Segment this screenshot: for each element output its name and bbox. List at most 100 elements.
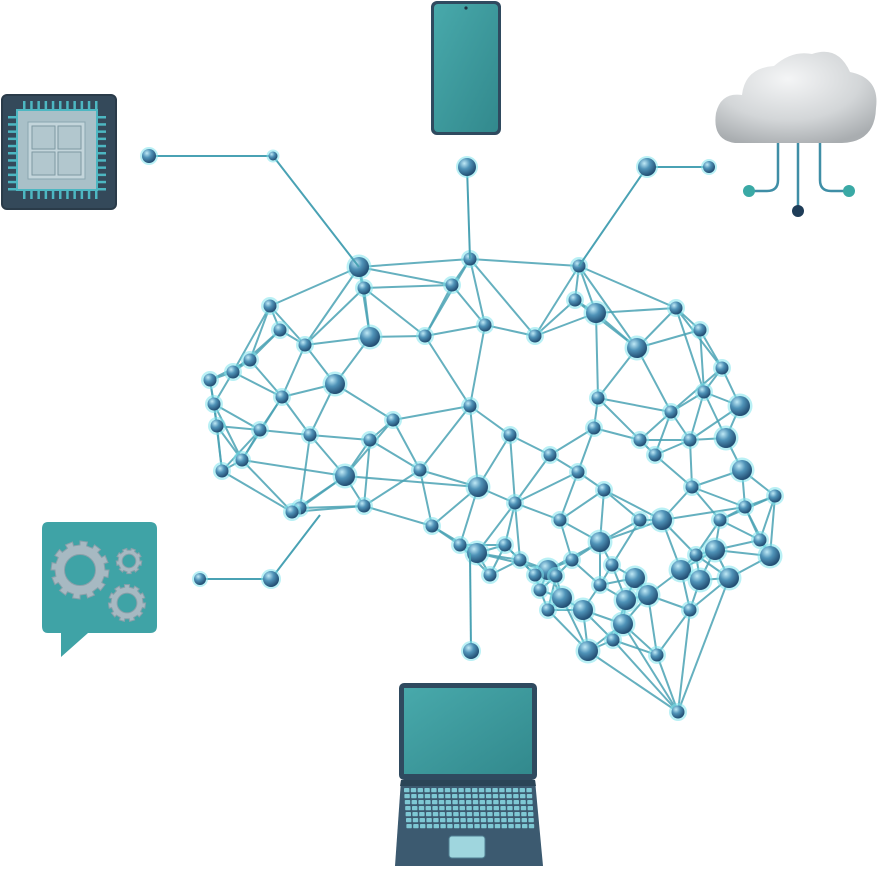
- brain-node: [273, 323, 287, 337]
- keyboard-key: [460, 812, 466, 817]
- chip-pin: [66, 101, 69, 110]
- keyboard-key: [432, 800, 438, 805]
- brain-link: [392, 405, 471, 421]
- chip-pin: [8, 159, 17, 162]
- brain-node: [363, 433, 377, 447]
- brain-node: [652, 510, 672, 530]
- chip-pin: [37, 101, 40, 110]
- keyboard-key: [499, 788, 505, 793]
- chip-pin: [8, 166, 17, 169]
- chip-pin: [8, 152, 17, 155]
- keyboard-key: [404, 794, 410, 799]
- keyboard-key: [513, 794, 519, 799]
- keyboard-key: [514, 812, 520, 817]
- chip-pin: [87, 101, 91, 110]
- connector-line: [578, 166, 709, 267]
- keyboard-key: [527, 800, 533, 805]
- brain-node: [528, 568, 542, 582]
- keyboard-key: [460, 824, 467, 829]
- keyboard-key: [445, 794, 451, 799]
- brain-link: [691, 486, 746, 508]
- keyboard-key: [431, 788, 437, 793]
- brain-link: [358, 266, 453, 286]
- keyboard-key: [459, 800, 465, 805]
- brain-link: [419, 469, 433, 527]
- keyboard-key: [466, 806, 472, 811]
- brain-node: [605, 558, 619, 572]
- keyboard-key: [472, 788, 478, 793]
- connector-line: [466, 166, 471, 260]
- brain-node: [713, 513, 727, 527]
- brain-node: [571, 465, 585, 479]
- keyboard-key: [506, 788, 512, 793]
- chip-pins: [8, 101, 106, 199]
- keyboard-key: [445, 800, 451, 805]
- keyboard-key: [520, 794, 526, 799]
- brain-node: [669, 301, 683, 315]
- chip-pin: [73, 190, 76, 199]
- keyboard-key: [405, 812, 411, 817]
- keyboard-key: [473, 806, 479, 811]
- brain-link: [469, 258, 536, 337]
- keyboard-key: [494, 812, 500, 817]
- brain-node: [638, 585, 658, 605]
- keyboard-key: [500, 812, 507, 817]
- brain-node: [445, 278, 459, 292]
- brain-link: [221, 470, 293, 513]
- brain-link: [597, 397, 641, 441]
- brain-link: [656, 654, 679, 713]
- keyboard-key: [507, 812, 513, 817]
- keyboard-key: [452, 794, 458, 799]
- keyboard-key: [438, 788, 444, 793]
- brain-node: [533, 583, 547, 597]
- keyboard-key: [526, 788, 532, 793]
- brain-link: [469, 405, 479, 488]
- brain-node: [578, 641, 598, 661]
- chip-pin: [97, 116, 106, 119]
- chip-pin: [97, 130, 106, 133]
- brain-link: [514, 471, 579, 504]
- brain-node: [616, 590, 636, 610]
- brain-link: [392, 419, 421, 471]
- keyboard-key: [508, 818, 514, 823]
- brain-link: [469, 258, 580, 267]
- chip-pin: [8, 116, 17, 119]
- chip-pin: [51, 190, 55, 199]
- keyboard-key: [486, 806, 493, 811]
- brain-link: [269, 266, 360, 307]
- keyboard-key: [412, 812, 418, 817]
- keyboard-key: [528, 812, 534, 817]
- laptop-keyboard: [404, 788, 535, 829]
- keyboard-key: [526, 794, 533, 799]
- brain-link: [281, 344, 306, 398]
- keyboard-key: [424, 788, 430, 793]
- brain-node: [590, 532, 610, 552]
- keyboard-key: [528, 818, 534, 823]
- chip-pin: [80, 101, 84, 110]
- brain-node: [573, 600, 593, 620]
- brain-node: [760, 546, 780, 566]
- keyboard-key: [522, 824, 528, 829]
- keyboard-key: [459, 806, 465, 811]
- brain-link: [469, 324, 486, 407]
- brain-node: [325, 374, 345, 394]
- keyboard-key: [494, 818, 500, 823]
- brain-node: [207, 397, 221, 411]
- keyboard-key: [460, 818, 466, 823]
- chip-pin: [97, 137, 106, 141]
- brain-link: [514, 454, 551, 504]
- chip-pin: [44, 101, 48, 110]
- brain-node: [467, 543, 487, 563]
- keyboard-key: [413, 824, 419, 829]
- brain-link: [232, 305, 271, 373]
- chip-pin: [97, 188, 106, 191]
- keyboard-key: [440, 818, 446, 823]
- keyboard-key: [432, 812, 439, 817]
- keyboard-key: [446, 806, 452, 811]
- chip-pin: [37, 190, 40, 199]
- brain-link: [424, 284, 453, 337]
- brain-node: [543, 448, 557, 462]
- brain-node: [335, 466, 355, 486]
- brain-node: [690, 570, 710, 590]
- keyboard-key: [487, 818, 493, 823]
